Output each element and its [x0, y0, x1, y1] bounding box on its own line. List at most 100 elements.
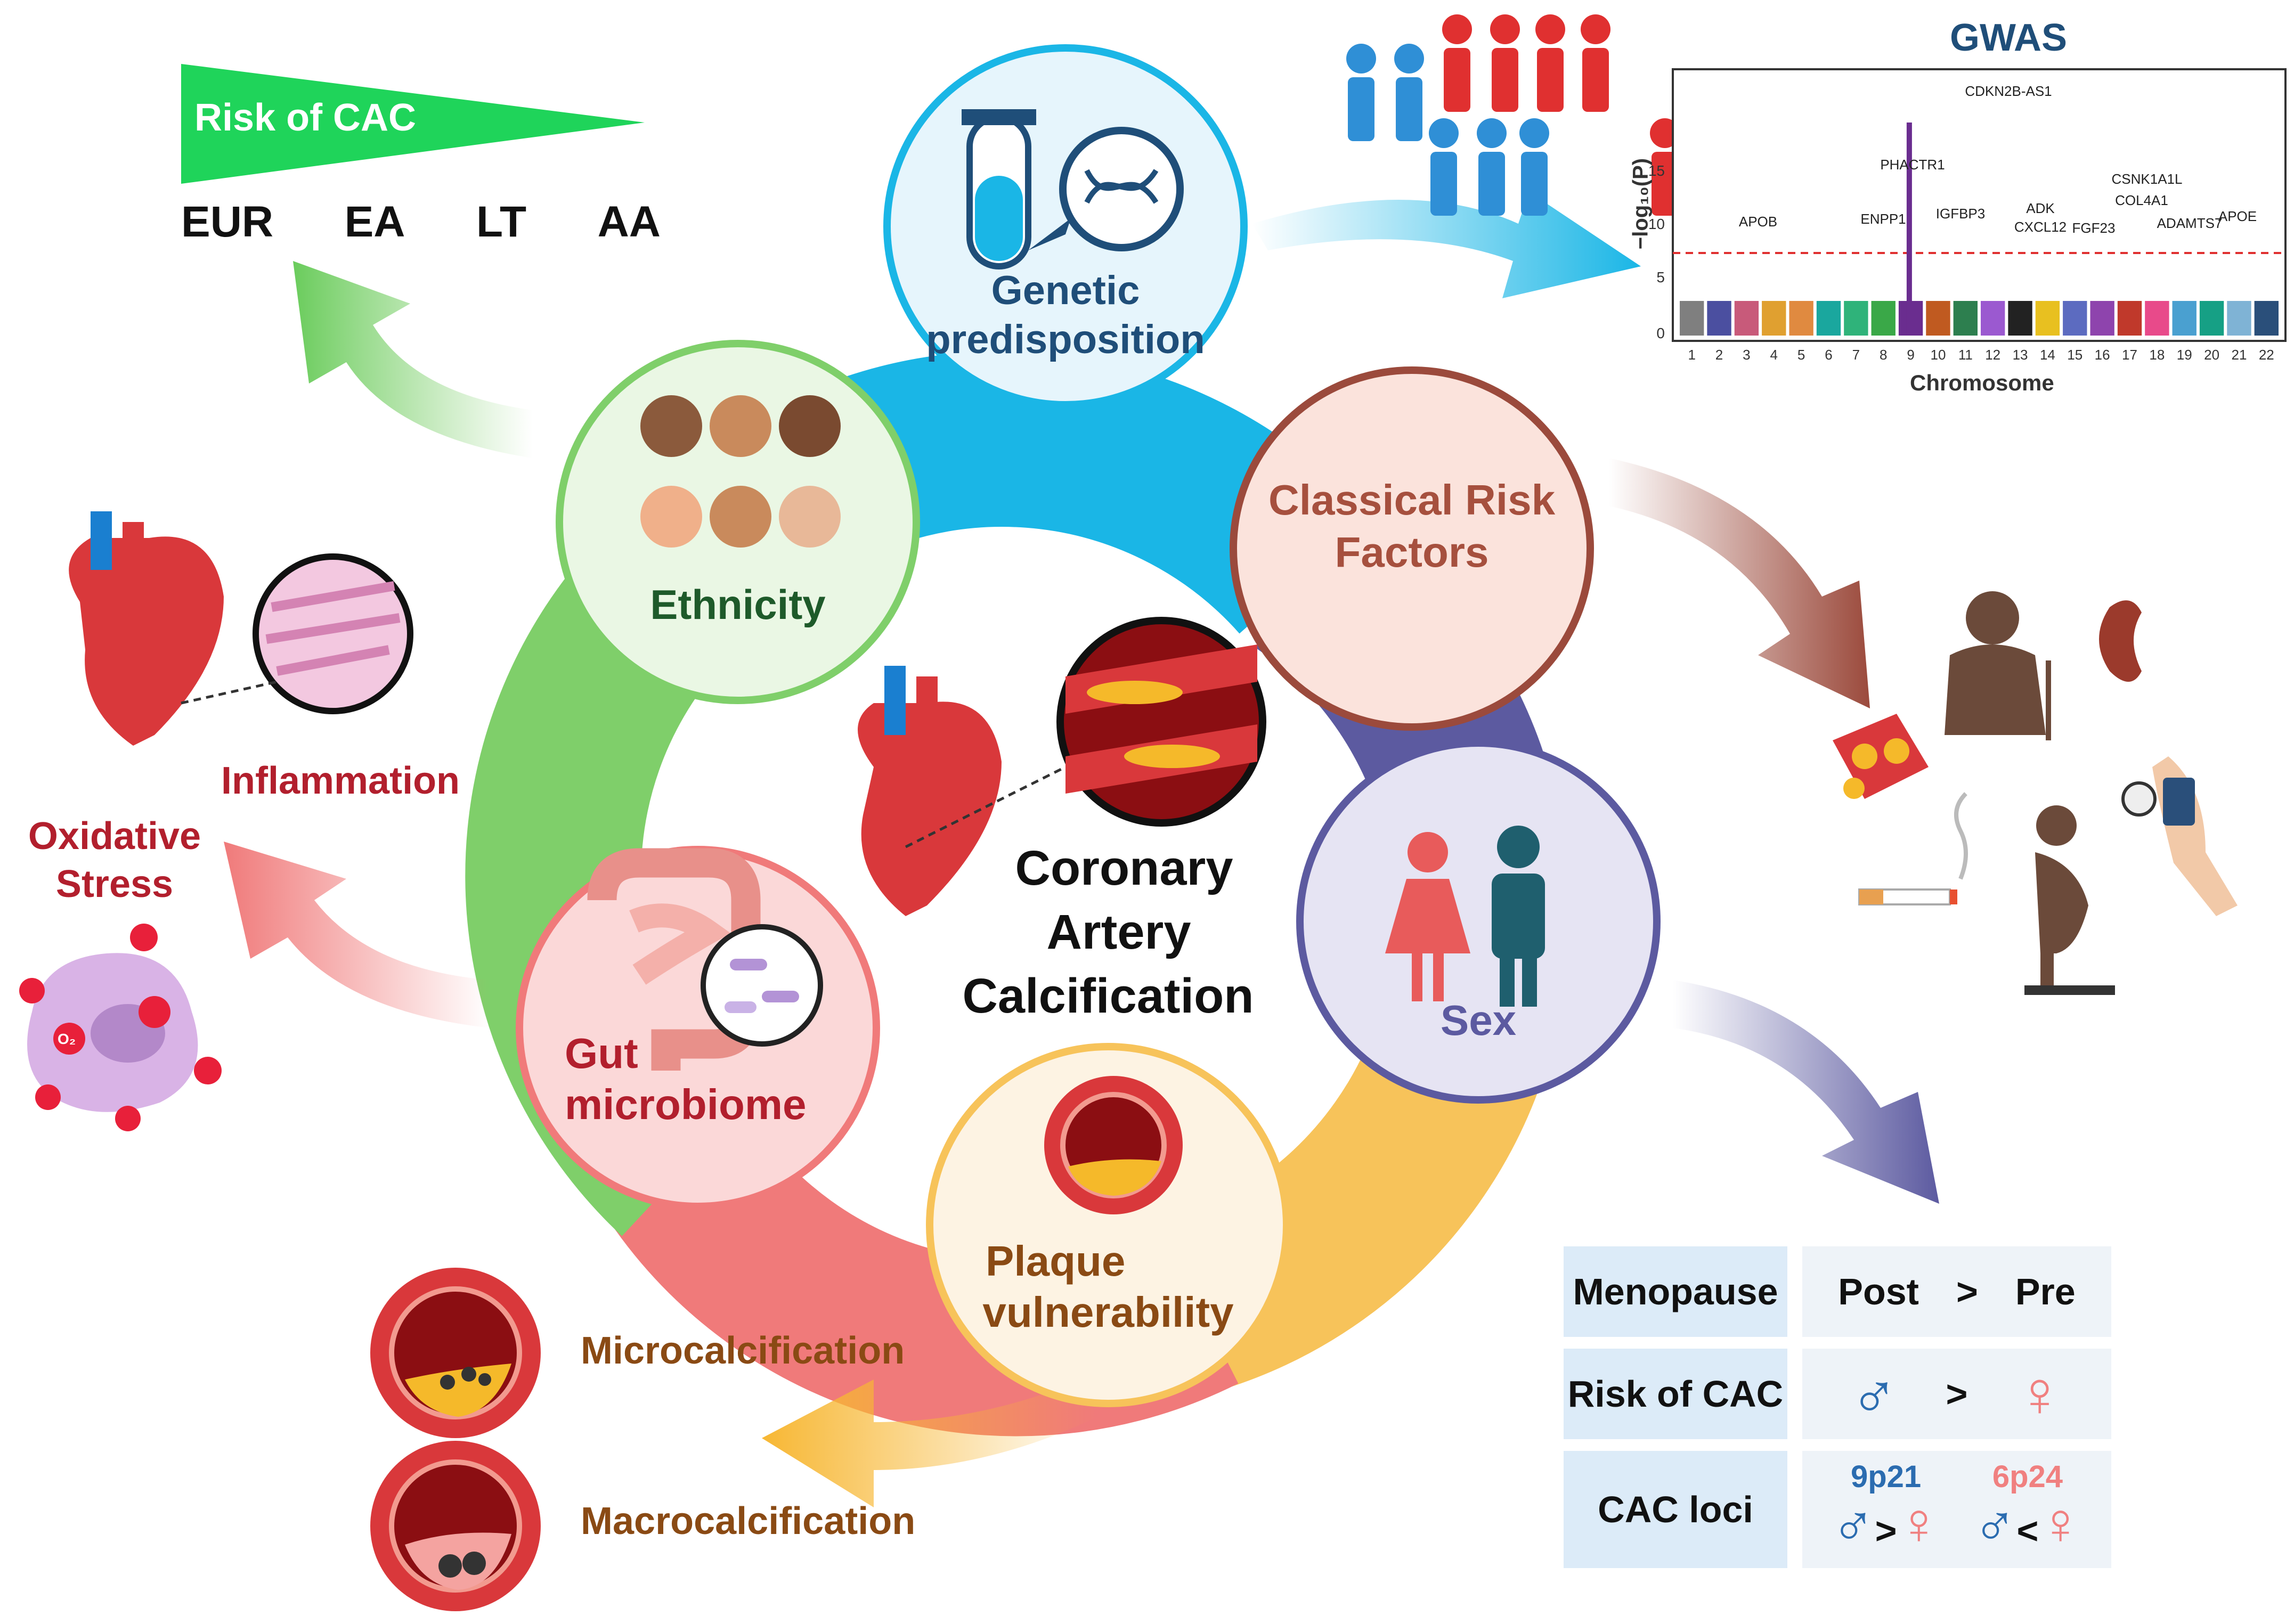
male-symbol-icon: ♂ [1831, 1491, 1875, 1556]
menopause-post: Post [1838, 1271, 1919, 1312]
macrocalcification-vessel-icon [370, 1441, 541, 1611]
table-row-loci: CAC loci 9p21 ♂>♀ 6p24 ♂<♀ [1564, 1451, 2118, 1568]
chromosome-tick-label: 12 [1985, 347, 2000, 363]
chromosome-tick-label: 7 [1852, 347, 1860, 363]
loci-op2: < [2016, 1510, 2039, 1552]
microcalcification-label: Microcalcification [581, 1329, 905, 1372]
node-plaque-label: Plaque vulnerability [954, 1236, 1263, 1338]
gwas-ylabel: −log₁₀(P) [1629, 158, 1653, 250]
table-row-risk: Risk of CAC ♂ > ♀ [1564, 1349, 2118, 1439]
plaque-label-line1: Plaque [986, 1237, 1126, 1285]
male-figure-icon [1492, 826, 1545, 1007]
chromosome-tick-label: 4 [1770, 347, 1778, 363]
ethnic-group-eur: EUR [181, 198, 274, 246]
node-plaque-circle[interactable] [926, 1043, 1290, 1407]
female-symbol-icon: ♀ [2015, 1358, 2064, 1430]
chromosome-band [1844, 301, 1868, 336]
gwas-gene-label: ADAMTS7 [2157, 215, 2223, 231]
obese-person-icon [2024, 805, 2115, 995]
chromosome-band [1789, 301, 1813, 336]
locus-6p24-group: 6p24 ♂<♀ [1973, 1459, 2083, 1560]
loci-op1: > [1875, 1510, 1897, 1552]
center-label-line1: Coronary [1015, 841, 1233, 895]
chromosome-band [2008, 301, 2032, 336]
bacteria-magnifier-icon [701, 924, 823, 1047]
genetic-label-line1: Genetic [991, 268, 1140, 313]
table-label-risk: Risk of CAC [1564, 1349, 1787, 1439]
blood-pressure-arm-icon [2121, 756, 2238, 916]
chromosome-band [1680, 301, 1704, 336]
elderly-person-icon [1945, 591, 2051, 740]
histology-magnifier-icon [253, 553, 413, 714]
risk-op: > [1946, 1373, 1968, 1415]
gwas-peak [1906, 123, 1912, 336]
test-tube-icon [962, 109, 1036, 270]
table-label-menopause: Menopause [1564, 1246, 1787, 1337]
ethnic-group-ea: EA [344, 198, 405, 246]
people-icon [1346, 14, 1725, 216]
classical-label-line1: Classical Risk [1268, 476, 1556, 524]
oxygen-radical-label: O₂ [58, 1031, 76, 1047]
risk-wedge [181, 64, 645, 184]
ethnic-group-aa: AA [597, 198, 661, 246]
node-classical-label: Classical Risk Factors [1241, 474, 1582, 578]
female-figure-icon [1385, 832, 1470, 1001]
chromosome-tick-label: 20 [2204, 347, 2219, 363]
center-label-line2: Artery [1046, 905, 1191, 959]
chromosome-band [2117, 301, 2142, 336]
chromosome-band [1734, 301, 1759, 336]
heart-icon [858, 666, 1002, 916]
macrocalcification-label: Macrocalcification [581, 1500, 916, 1543]
chromosome-band [2063, 301, 2087, 336]
gwas-gene-label: APOE [2218, 208, 2257, 224]
arrow-plaque-to-calcification [762, 1380, 1097, 1507]
center-label: Coronary Artery Calcification [927, 836, 1289, 1028]
menopause-pre: Pre [2015, 1271, 2076, 1312]
classical-label-line2: Factors [1335, 528, 1489, 576]
chromosome-tick-label: 3 [1743, 347, 1750, 363]
gwas-gene-label: FGF23 [2072, 220, 2116, 236]
sex-difference-table: Menopause Post > Pre Risk of CAC ♂ > ♀ C… [1564, 1246, 2118, 1580]
microcalcification-vessel-icon [370, 1268, 541, 1438]
clogged-vessel-icon [1833, 714, 1929, 799]
chromosome-tick-label: 21 [2231, 347, 2247, 363]
chromosome-tick-label: 17 [2122, 347, 2137, 363]
arrow-gut-to-stress [224, 842, 490, 1028]
inflammation-label: Inflammation [221, 760, 460, 802]
gwas-gene-label: PHACTR1 [1880, 157, 1945, 173]
cigarette-icon [1858, 792, 1968, 905]
chromosome-band [1871, 301, 1896, 336]
chromosome-band [1926, 301, 1950, 336]
plaque-label-line2: vulnerability [982, 1288, 1234, 1336]
chromosome-tick-label: 14 [2040, 347, 2055, 363]
chromosome-tick-label: 19 [2177, 347, 2192, 363]
locus-6p24-label: 6p24 [1992, 1459, 2063, 1494]
chromosome-band [2090, 301, 2114, 336]
chromosome-tick-label: 15 [2067, 347, 2083, 363]
node-sex-circle[interactable] [1296, 739, 1661, 1104]
chromosome-band [1762, 301, 1786, 336]
female-symbol-icon: ♀ [1897, 1491, 1941, 1556]
gwas-gene-label: COL4A1 [2115, 192, 2168, 208]
chromosome-tick-label: 2 [1715, 347, 1723, 363]
chromosome-tick-label: 16 [2095, 347, 2110, 363]
genetic-label-line2: predisposition [926, 317, 1205, 362]
male-symbol-icon: ♂ [1973, 1491, 2017, 1556]
chromosome-tick-label: 6 [1825, 347, 1832, 363]
oxidative-line2: Stress [55, 863, 174, 905]
table-label-loci: CAC loci [1564, 1451, 1787, 1568]
chromosome-tick-label: 11 [1958, 347, 1973, 363]
chromosome-band [2254, 301, 2279, 336]
chromosome-band [2227, 301, 2251, 336]
gwas-gene-label: CXCL12 [2014, 219, 2067, 235]
kidney-icon [2099, 600, 2142, 682]
locus-6p24-compare: ♂<♀ [1973, 1495, 2083, 1560]
male-symbol-icon: ♂ [1850, 1358, 1898, 1430]
histology-zoom-line [181, 680, 278, 705]
locus-9p21-compare: ♂>♀ [1831, 1495, 1941, 1560]
node-classical-circle[interactable] [1230, 366, 1594, 731]
chromosome-tick-label: 5 [1797, 347, 1805, 363]
chromosome-tick-label: 22 [2259, 347, 2274, 363]
dna-magnifier-icon [1028, 127, 1184, 251]
